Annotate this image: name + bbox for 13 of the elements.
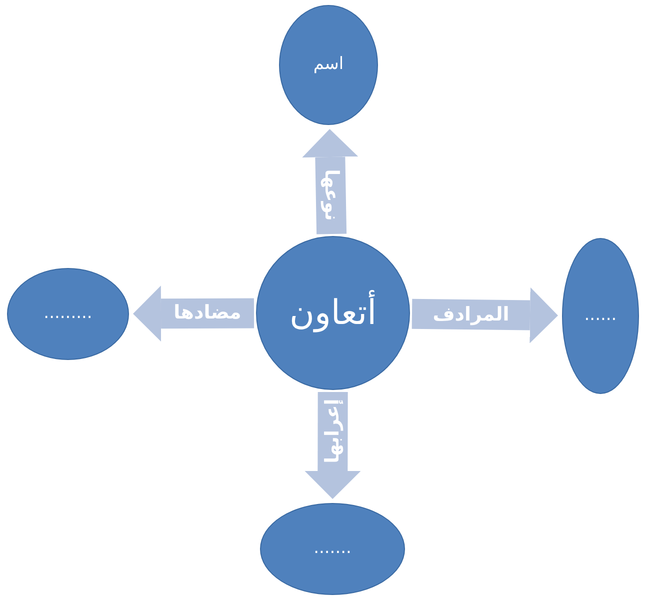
node-text: أتعاون xyxy=(289,292,377,334)
block-arrow xyxy=(133,286,254,342)
edge-label: مضادها xyxy=(174,304,242,323)
node-text: ....... xyxy=(314,538,352,560)
node-text: ...... xyxy=(584,305,617,327)
node-text: اسم xyxy=(313,54,344,76)
edge-label: المرادف xyxy=(432,305,510,324)
block-arrow xyxy=(302,128,358,234)
block-arrow xyxy=(304,392,361,499)
edge-label: إعرابها xyxy=(323,399,342,464)
edge-label: نوعها xyxy=(321,170,340,222)
block-arrow xyxy=(412,287,558,344)
node-text: ......... xyxy=(44,303,92,325)
